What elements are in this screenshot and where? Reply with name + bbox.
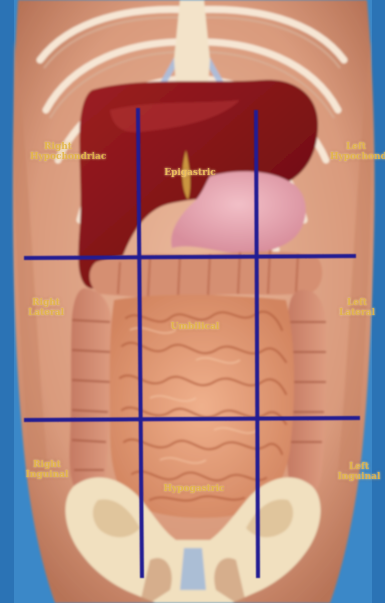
- subcostal-line: [24, 256, 356, 258]
- label-epigastric: Epigastric: [150, 168, 230, 178]
- label-right-inguinal: Right Inguinal: [22, 460, 72, 480]
- label-right-hypochondriac: Right Hypochondriac: [30, 142, 86, 162]
- label-hypogastric: Hypogastric: [158, 484, 230, 494]
- background-edge-left: [0, 0, 14, 603]
- label-left-lateral: Left Lateral: [332, 298, 382, 318]
- intertubercular-line: [24, 418, 360, 420]
- label-left-hypochondriac: Left Hypochondriac: [330, 142, 382, 162]
- label-right-lateral: Right Lateral: [22, 298, 70, 318]
- label-umbilical: Umbilical: [164, 322, 226, 332]
- left-midclavicular-line: [256, 110, 258, 578]
- label-left-inguinal: Left Inguinal: [334, 462, 384, 482]
